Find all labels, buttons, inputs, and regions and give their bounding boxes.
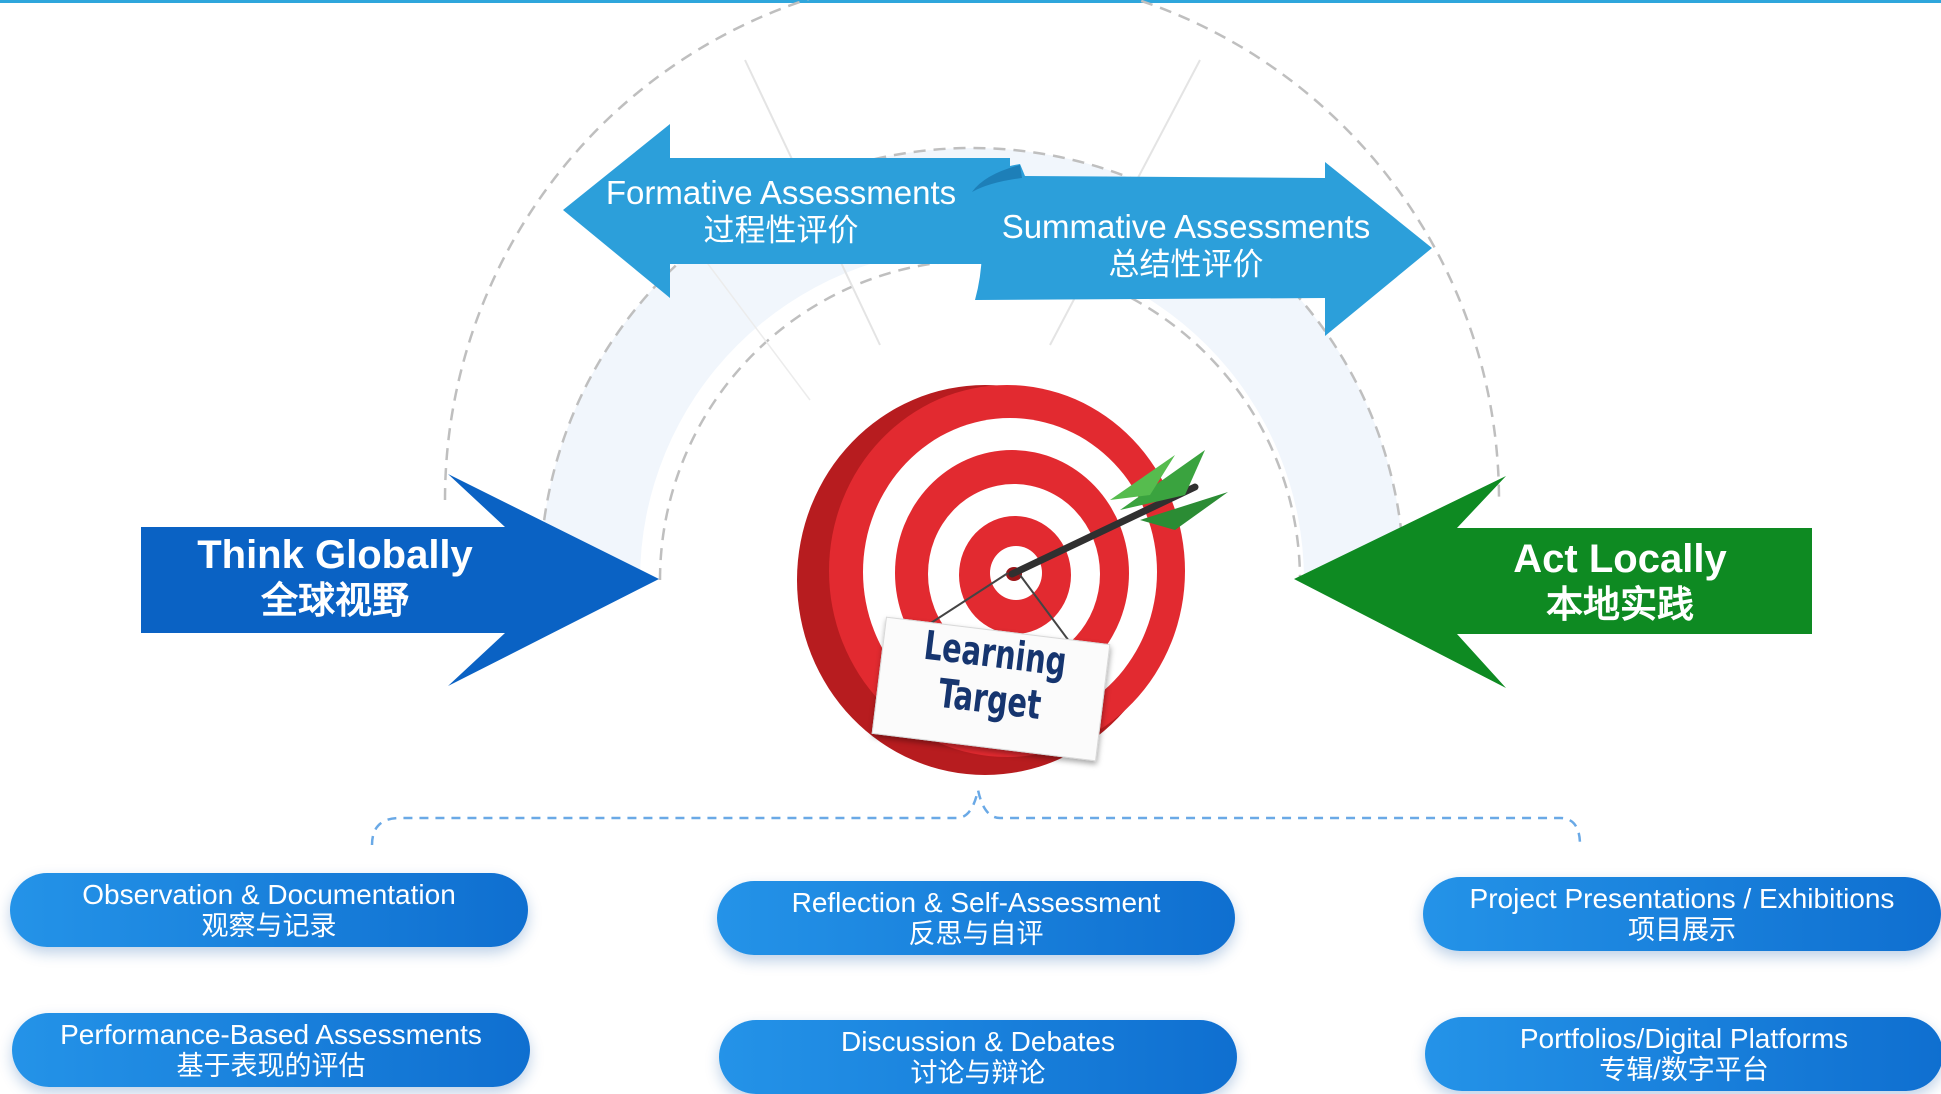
method-en: Performance-Based Assessments (60, 1019, 482, 1051)
method-pill: Performance-Based Assessments 基于表现的评估 (12, 1013, 530, 1087)
method-zh: 反思与自评 (908, 918, 1044, 949)
bracket-dashed (370, 789, 1582, 846)
method-pill: Discussion & Debates 讨论与辩论 (719, 1020, 1237, 1094)
summative-en: Summative Assessments (1001, 208, 1371, 245)
act-locally-zh: 本地实践 (1546, 584, 1694, 626)
middle-dashed-arc (538, 146, 1406, 581)
summative-zh: 总结性评价 (1108, 246, 1264, 282)
method-zh: 专辑/数字平台 (1599, 1054, 1769, 1085)
top-rule (0, 0, 1941, 3)
formative-zh: 过程性评价 (703, 212, 859, 248)
act-locally-label: Act Locally 本地实践 (1475, 536, 1765, 627)
method-zh: 观察与记录 (201, 910, 337, 941)
summative-label: Summative Assessments 总结性评价 (990, 208, 1382, 284)
formative-arrow (563, 124, 1010, 298)
think-globally-label: Think Globally 全球视野 (170, 532, 500, 623)
method-en: Project Presentations / Exhibitions (1469, 883, 1895, 915)
method-en: Observation & Documentation (82, 879, 456, 911)
method-pill: Observation & Documentation 观察与记录 (10, 873, 528, 947)
method-en: Reflection & Self-Assessment (791, 887, 1161, 919)
think-globally-arrow (141, 474, 659, 686)
method-pill: Project Presentations / Exhibitions 项目展示 (1423, 877, 1941, 951)
act-locally-arrow (1294, 476, 1812, 688)
think-globally-zh: 全球视野 (261, 580, 409, 622)
method-pill: Reflection & Self-Assessment 反思与自评 (717, 881, 1235, 955)
act-locally-en: Act Locally (1513, 537, 1727, 581)
method-zh: 讨论与辩论 (910, 1057, 1046, 1088)
formative-label: Formative Assessments 过程性评价 (600, 174, 962, 250)
outer-dashed-arc (443, 0, 1501, 501)
summative-arrow (972, 162, 1432, 336)
method-en: Discussion & Debates (841, 1026, 1115, 1058)
think-globally-en: Think Globally (197, 533, 473, 577)
method-pill: Portfolios/Digital Platforms 专辑/数字平台 (1425, 1017, 1941, 1091)
formative-en: Formative Assessments (605, 174, 957, 211)
ribbon-fold (972, 165, 1022, 192)
method-en: Portfolios/Digital Platforms (1519, 1023, 1849, 1055)
method-zh: 基于表现的评估 (176, 1050, 366, 1081)
method-zh: 项目展示 (1628, 914, 1736, 945)
